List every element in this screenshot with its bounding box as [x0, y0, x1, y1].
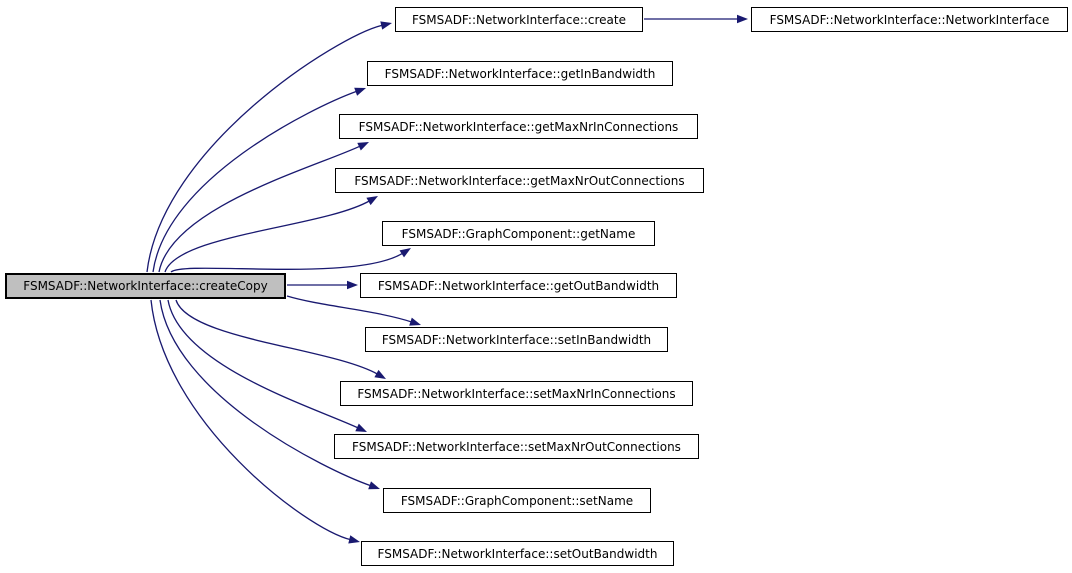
arrowhead-createCopy-to-setName [368, 481, 380, 490]
graph-node-setOutBandwidth[interactable]: FSMSADF::NetworkInterface::setOutBandwid… [361, 541, 674, 566]
arrowhead-createCopy-to-setInBandwidth [409, 317, 421, 326]
edge-createCopy-to-create [146, 24, 384, 273]
edge-createCopy-to-getMaxNrInConnections [158, 145, 362, 273]
edge-createCopy-to-getMaxNrOutConnections [164, 199, 371, 273]
edge-createCopy-to-setMaxNrOutConnections [167, 299, 360, 429]
arrowhead-createCopy-to-create [380, 21, 392, 30]
graph-node-create[interactable]: FSMSADF::NetworkInterface::create [395, 7, 643, 32]
arrowhead-createCopy-to-getOutBandwidth [347, 280, 358, 290]
arrowhead-createCopy-to-getInBandwidth [354, 87, 366, 96]
arrowhead-create-to-NetworkInterface [737, 14, 748, 24]
arrowhead-createCopy-to-setMaxNrInConnections [374, 369, 386, 379]
arrowhead-createCopy-to-setOutBandwidth [348, 535, 360, 544]
graph-node-getName[interactable]: FSMSADF::GraphComponent::getName [382, 221, 655, 246]
arrowhead-createCopy-to-getMaxNrInConnections [357, 142, 369, 151]
graph-node-getOutBandwidth[interactable]: FSMSADF::NetworkInterface::getOutBandwid… [360, 273, 677, 298]
edge-createCopy-to-setOutBandwidth [150, 299, 352, 541]
edge-createCopy-to-setMaxNrInConnections [175, 299, 379, 376]
arrowhead-createCopy-to-getName [399, 248, 411, 258]
graph-node-getMaxNrInConnections[interactable]: FSMSADF::NetworkInterface::getMaxNrInCon… [339, 114, 698, 139]
graph-node-setInBandwidth[interactable]: FSMSADF::NetworkInterface::setInBandwidt… [365, 327, 668, 352]
edge-createCopy-to-setInBandwidth [286, 295, 413, 323]
arrowhead-createCopy-to-getMaxNrOutConnections [366, 196, 378, 206]
arrowhead-createCopy-to-setMaxNrOutConnections [355, 423, 367, 432]
edge-createCopy-to-getName [170, 252, 404, 273]
graph-node-setMaxNrInConnections[interactable]: FSMSADF::NetworkInterface::setMaxNrInCon… [340, 381, 693, 406]
edge-createCopy-to-setName [159, 299, 372, 487]
graph-node-setName[interactable]: FSMSADF::GraphComponent::setName [383, 488, 651, 513]
graph-node-getInBandwidth[interactable]: FSMSADF::NetworkInterface::getInBandwidt… [367, 61, 673, 86]
graph-node-setMaxNrOutConnections[interactable]: FSMSADF::NetworkInterface::setMaxNrOutCo… [334, 434, 699, 459]
edge-createCopy-to-getInBandwidth [152, 90, 358, 273]
graph-node-createCopy: FSMSADF::NetworkInterface::createCopy [5, 273, 286, 299]
graph-node-getMaxNrOutConnections[interactable]: FSMSADF::NetworkInterface::getMaxNrOutCo… [335, 168, 704, 193]
graph-node-NetworkInterface[interactable]: FSMSADF::NetworkInterface::NetworkInterf… [751, 7, 1068, 32]
